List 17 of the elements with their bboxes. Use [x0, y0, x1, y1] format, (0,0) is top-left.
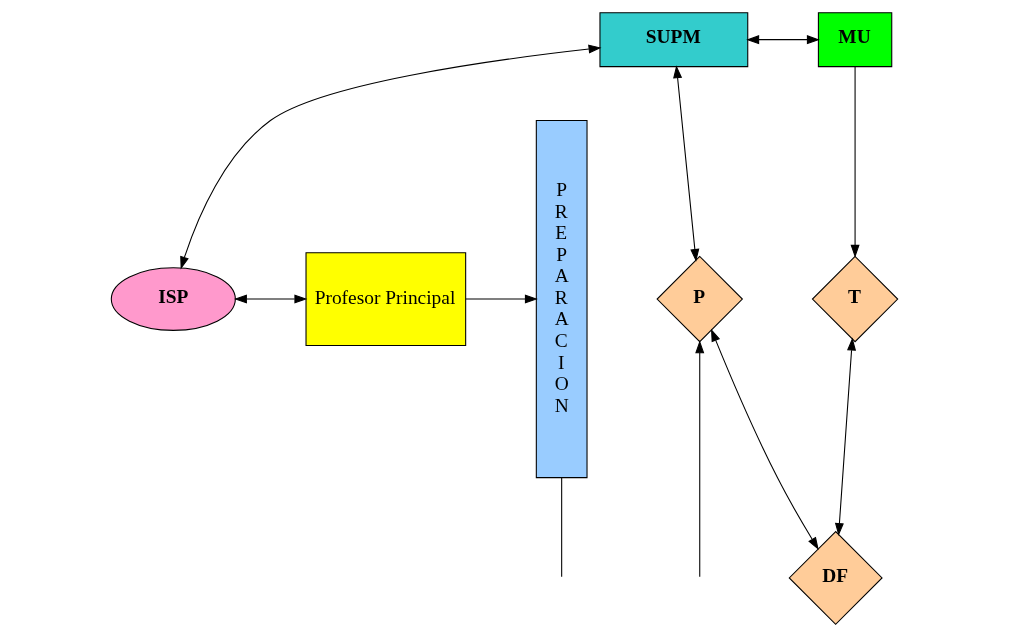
- arrow: [695, 340, 705, 578]
- arrow: [746, 35, 820, 45]
- arrow: [850, 66, 860, 258]
- arrow: [180, 44, 602, 270]
- node-box: MU: [817, 12, 893, 68]
- node-box: Profesor Principal: [305, 252, 467, 346]
- arrow: [465, 294, 538, 304]
- node-ellipse: ISP: [110, 267, 236, 331]
- node-diamond: T: [811, 255, 899, 343]
- arrow: [834, 337, 857, 536]
- connector: [561, 477, 563, 578]
- node-box: PREPARACION: [535, 120, 588, 479]
- arrow: [711, 328, 819, 551]
- node-diamond: DF: [788, 530, 883, 626]
- arrow: [673, 65, 700, 262]
- node-box: SUPM: [599, 12, 749, 68]
- arrow: [233, 294, 308, 304]
